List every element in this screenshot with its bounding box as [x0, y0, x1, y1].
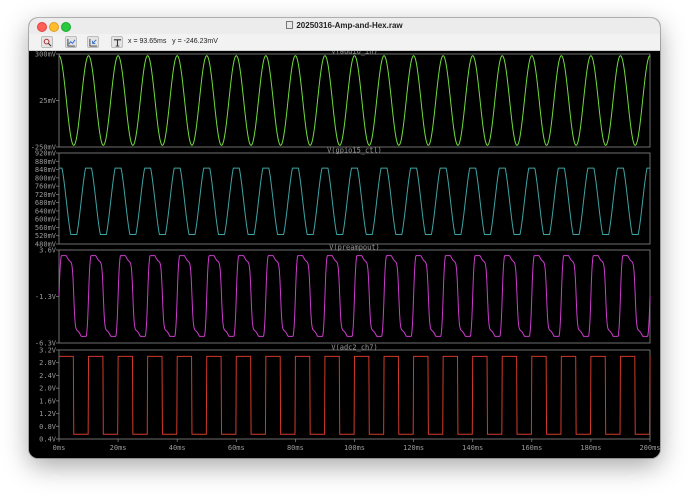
waveform-plot[interactable]: V(audio_in) 300mV 25mV -250mV V(gpio15_ctl) 9…: [29, 51, 660, 458]
y-tick-label: 1.2V: [39, 410, 57, 418]
y-tick-label: -250mV: [31, 144, 57, 152]
y-tick-label: 560mV: [35, 224, 57, 232]
y-tick-label: 480mV: [35, 241, 57, 249]
zoom-icon: [43, 38, 51, 46]
maximize-window-button[interactable]: [61, 22, 71, 32]
x-tick-label: 80ms: [287, 444, 304, 452]
window-title-area: 20250316-Amp-and-Hex.raw: [29, 20, 660, 32]
y-tick-label: 2.8V: [39, 359, 57, 367]
y-tick-label: 300mV: [35, 51, 57, 59]
close-window-button[interactable]: [37, 22, 47, 32]
cursor-x-readout: x = 93.65ms: [128, 38, 167, 45]
y-tick-label: -6.3V: [35, 340, 57, 348]
y-tick-label: 2.0V: [39, 385, 57, 393]
x-tick-label: 20ms: [110, 444, 127, 452]
autoscale-button[interactable]: [65, 36, 77, 48]
x-tick-label: 40ms: [169, 444, 186, 452]
x-tick-label: 160ms: [521, 444, 542, 452]
ltspice-waveform-window: 20250316-Amp-and-Hex.raw x = 93.65ms y =…: [29, 18, 660, 458]
y-tick-label: 0.4V: [39, 436, 57, 444]
pane-frame-1: [58, 53, 651, 148]
y-tick-label: 600mV: [35, 216, 57, 224]
x-tick-label: 180ms: [580, 444, 601, 452]
x-tick-label: 140ms: [462, 444, 483, 452]
series-line-V(gpio15_ctl): [59, 167, 650, 236]
cursor-readout: x = 93.65ms y = -246.23mV: [128, 37, 218, 47]
cursor-y-readout: y = -246.23mV: [172, 38, 218, 45]
trace-label: V(preampout): [329, 244, 380, 252]
y-tick-label: 880mV: [35, 158, 57, 166]
plot-area[interactable]: V(audio_in) 300mV 25mV -250mV V(gpio15_ctl) 9…: [29, 51, 660, 458]
cursor-icon: [113, 38, 121, 47]
x-tick-label: 200ms: [639, 444, 660, 452]
pan-back-icon: [88, 38, 97, 47]
window-title: 20250316-Amp-and-Hex.raw: [296, 21, 403, 30]
zoom-button[interactable]: [41, 36, 53, 48]
y-tick-label: -1.3V: [35, 293, 57, 301]
y-tick-label: 25mV: [39, 97, 57, 105]
y-tick-label: 840mV: [35, 166, 57, 174]
y-tick-label: 520mV: [35, 232, 57, 240]
x-tick-label: 100ms: [344, 444, 365, 452]
y-tick-label: 760mV: [35, 183, 57, 191]
y-tick-label: 920mV: [35, 150, 57, 158]
toolbar: x = 93.65ms y = -246.23mV: [29, 34, 660, 51]
trace-label: V(adc2_ch7): [331, 344, 377, 352]
trace-label: V(gpio15_ctl): [327, 147, 382, 155]
title-bar: 20250316-Amp-and-Hex.raw: [29, 18, 660, 35]
x-tick-label: 60ms: [228, 444, 245, 452]
x-tick-label: 0ms: [53, 444, 66, 452]
y-tick-label: 640mV: [35, 207, 57, 215]
y-tick-label: 680mV: [35, 199, 57, 207]
trace-label: V(audio_in): [331, 51, 377, 56]
pane-frame-2: [58, 152, 651, 245]
y-tick-label: 3.6V: [39, 247, 57, 255]
cursor-button[interactable]: [111, 36, 123, 48]
y-tick-label: 1.6V: [39, 397, 57, 405]
series-line-V(preampout): [58, 255, 651, 337]
y-tick-label: 3.2V: [39, 347, 57, 355]
x-tick-label: 120ms: [403, 444, 424, 452]
y-tick-label: 720mV: [35, 191, 57, 199]
y-tick-label: 2.4V: [39, 372, 57, 380]
series-line-V(audio_in): [58, 55, 651, 146]
minimize-window-button[interactable]: [49, 22, 59, 32]
series-line-V(adc2_ch7): [59, 355, 651, 435]
pan-back-button[interactable]: [87, 36, 99, 48]
document-icon: [286, 21, 294, 29]
y-tick-label: 0.8V: [39, 423, 57, 431]
autoscale-icon: [66, 38, 75, 47]
y-tick-label: 800mV: [35, 174, 57, 182]
